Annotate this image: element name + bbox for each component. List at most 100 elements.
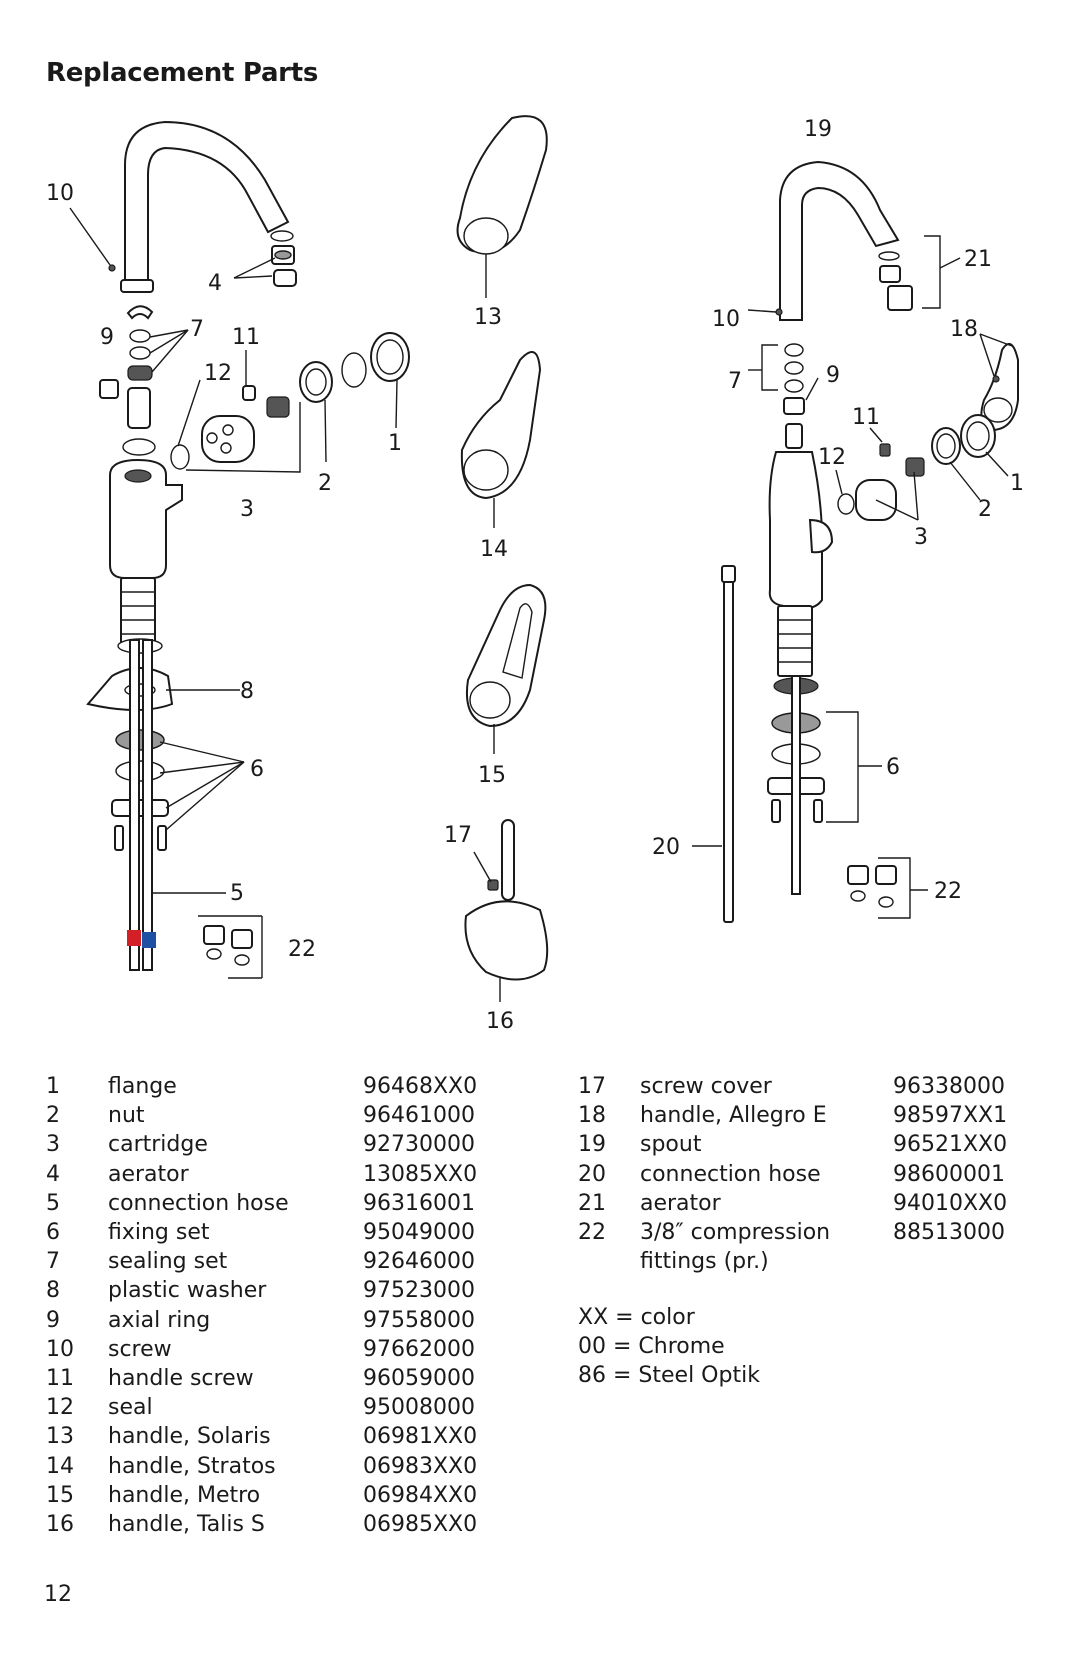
- callout-1-right: 1: [1010, 471, 1024, 496]
- callout-7-left: 7: [190, 317, 204, 342]
- callout-16: 16: [486, 1009, 514, 1034]
- callout-5-left: 5: [230, 881, 244, 906]
- callout-labels: 10 4 9 7 11 12 3 2 1 8 6 5 22 13 14 15 1…: [46, 117, 1024, 1034]
- part-code: 96338000: [893, 1074, 1005, 1099]
- part-code: 97523000: [363, 1278, 475, 1304]
- callout-15: 15: [478, 763, 506, 788]
- part-number: 5: [46, 1190, 60, 1216]
- callout-12-right: 12: [818, 445, 846, 470]
- part-number: 11: [46, 1366, 74, 1392]
- part-description: aerator: [108, 1161, 189, 1187]
- part-number: 22: [578, 1220, 606, 1246]
- callout-18-right: 18: [950, 317, 978, 342]
- part-number: 9: [46, 1307, 60, 1333]
- callout-17: 17: [444, 823, 472, 848]
- part-code: 98600001: [893, 1161, 1005, 1187]
- callout-6-left: 6: [250, 757, 264, 782]
- part-code: 06984XX0: [363, 1482, 478, 1508]
- part-description: 3/8″ compression: [640, 1220, 831, 1246]
- part-row: 4 aerator 13085XX0: [46, 1160, 477, 1189]
- callout-20-right: 20: [652, 835, 680, 860]
- part-code: 94010XX0: [893, 1190, 1008, 1216]
- part-number: 7: [46, 1249, 60, 1275]
- part-number: 10: [46, 1336, 74, 1362]
- part-code: 97558000: [363, 1307, 475, 1333]
- page-number: 12: [44, 1582, 72, 1607]
- callout-9-right: 9: [826, 363, 840, 388]
- part-description: handle, Metro: [108, 1482, 261, 1508]
- part-code: 97662000: [363, 1336, 475, 1362]
- part-number: 13: [46, 1424, 74, 1450]
- legend-line: XX = color: [578, 1305, 695, 1330]
- hot-indicator: [127, 930, 141, 946]
- callout-8-left: 8: [240, 679, 254, 704]
- callout-1-left: 1: [388, 431, 402, 456]
- part-description: screw cover: [640, 1074, 772, 1099]
- callout-4-left: 4: [208, 271, 222, 296]
- part-description: handle, Allegro E: [640, 1103, 827, 1129]
- callout-19-right: 19: [804, 117, 832, 142]
- part-description: handle, Solaris: [108, 1424, 271, 1450]
- part-number: 4: [46, 1161, 60, 1187]
- callout-6-right: 6: [886, 755, 900, 780]
- callout-22-left: 22: [288, 937, 316, 962]
- part-code: 13085XX0: [363, 1161, 478, 1187]
- left-faucet-assembly: [69, 120, 410, 979]
- color-legend: XX = color 00 = Chrome 86 = Steel Optik: [578, 1303, 760, 1391]
- callout-3-right: 3: [914, 525, 928, 550]
- callout-2-right: 2: [978, 497, 992, 522]
- part-number: 20: [578, 1161, 606, 1187]
- callout-14: 14: [480, 537, 508, 562]
- part-code: 92646000: [363, 1249, 475, 1275]
- part-number: 12: [46, 1395, 74, 1421]
- part-code: 95049000: [363, 1220, 475, 1246]
- callout-10-left: 10: [46, 181, 74, 206]
- part-code: 92730000: [363, 1132, 475, 1158]
- part-number: 8: [46, 1278, 60, 1304]
- part-number: 2: [46, 1103, 60, 1129]
- part-number: 1: [46, 1074, 60, 1099]
- part-row: 22 3/8″ compression 88513000: [578, 1218, 1007, 1247]
- part-description: handle screw: [108, 1366, 254, 1392]
- part-description: spout: [640, 1132, 702, 1158]
- callout-22-right: 22: [934, 879, 962, 904]
- part-row: 10 screw 97662000: [46, 1335, 477, 1364]
- part-code: 06985XX0: [363, 1512, 478, 1538]
- part-description: cartridge: [108, 1132, 208, 1158]
- exploded-parts-diagram: 10 4 9 7 11 12 3 2 1 8 6 5 22 13 14 15 1…: [46, 115, 1024, 1034]
- legend-line: 00 = Chrome: [578, 1334, 725, 1360]
- callout-3-left: 3: [240, 497, 254, 522]
- callout-7-right: 7: [728, 369, 742, 394]
- part-code: 88513000: [893, 1220, 1005, 1246]
- part-number: 15: [46, 1482, 74, 1508]
- part-code: 96461000: [363, 1103, 475, 1129]
- callout-9-left: 9: [100, 325, 114, 350]
- callout-12-left: 12: [204, 361, 232, 386]
- handle-variants: [456, 115, 549, 1002]
- legend-line: 86 = Steel Optik: [578, 1363, 760, 1389]
- part-description: screw: [108, 1336, 172, 1362]
- callout-2-left: 2: [318, 471, 332, 496]
- part-code: 96521XX0: [893, 1132, 1008, 1158]
- part-number: 21: [578, 1190, 606, 1216]
- callout-13: 13: [474, 305, 502, 330]
- callout-11-right: 11: [852, 405, 880, 430]
